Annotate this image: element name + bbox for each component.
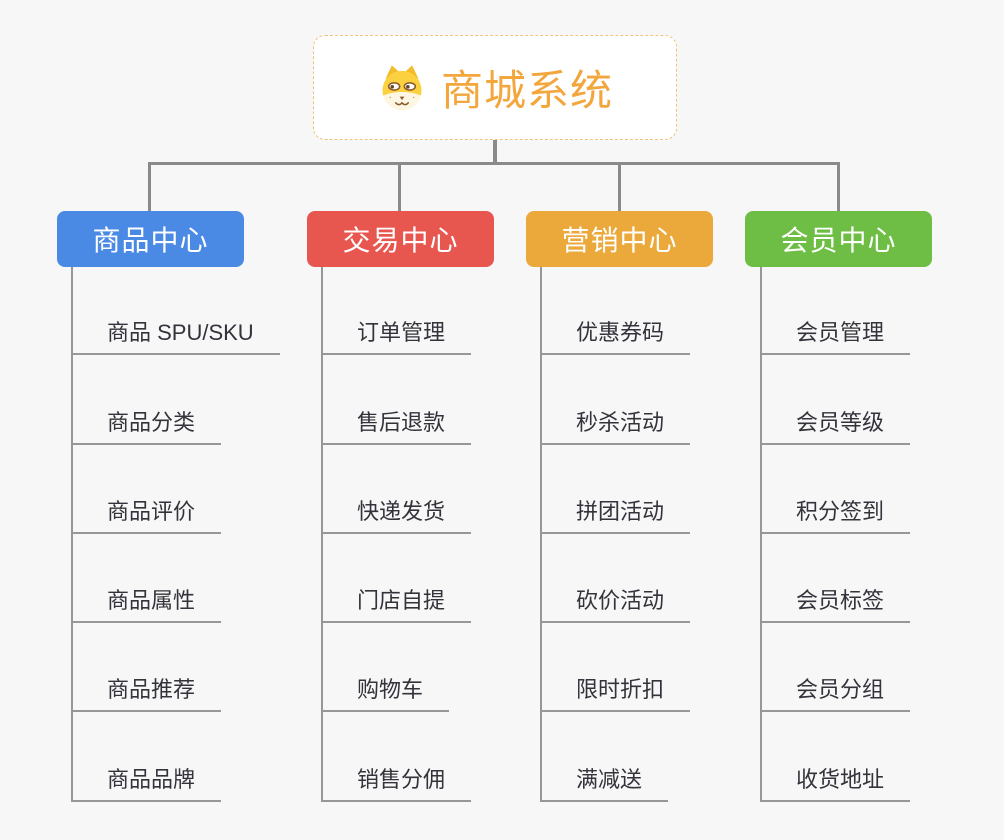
child-node[interactable]: 销售分佣	[321, 762, 472, 802]
child-node[interactable]: 商品评价	[71, 494, 222, 534]
connector-drop	[618, 162, 621, 212]
branch-product-center[interactable]: 商品中心	[57, 211, 244, 267]
child-node[interactable]: 收货地址	[760, 762, 911, 802]
child-node[interactable]: 售后退款	[321, 405, 472, 445]
child-connector-trunk	[71, 267, 73, 802]
child-node[interactable]: 商品推荐	[71, 672, 222, 712]
child-node[interactable]: 会员等级	[760, 405, 911, 445]
child-node[interactable]: 会员管理	[760, 315, 911, 355]
child-node[interactable]: 商品属性	[71, 583, 222, 623]
root-node[interactable]: 商城系统	[313, 35, 677, 140]
branch-member-center[interactable]: 会员中心	[745, 211, 932, 267]
branch-marketing-center[interactable]: 营销中心	[526, 211, 713, 267]
connector-drop	[148, 162, 151, 212]
child-node[interactable]: 商品品牌	[71, 762, 222, 802]
child-connector-trunk	[321, 267, 323, 802]
child-node[interactable]: 积分签到	[760, 494, 911, 534]
root-connector-stem	[493, 140, 497, 164]
child-node[interactable]: 限时折扣	[540, 672, 691, 712]
connector-drop	[398, 162, 401, 212]
child-node[interactable]: 会员标签	[760, 583, 911, 623]
child-node[interactable]: 优惠券码	[540, 315, 691, 355]
child-node[interactable]: 购物车	[321, 672, 450, 712]
child-node[interactable]: 秒杀活动	[540, 405, 691, 445]
child-node[interactable]: 拼团活动	[540, 494, 691, 534]
child-connector-trunk	[760, 267, 762, 802]
child-node[interactable]: 快递发货	[321, 494, 472, 534]
doge-icon	[377, 63, 427, 113]
child-connector-trunk	[540, 267, 542, 802]
root-title: 商城系统	[440, 67, 613, 114]
child-node[interactable]: 商品 SPU/SKU	[71, 315, 280, 355]
child-node[interactable]: 订单管理	[321, 315, 472, 355]
child-node[interactable]: 砍价活动	[540, 583, 691, 623]
child-node[interactable]: 满减送	[540, 762, 669, 802]
connector-drop	[837, 162, 840, 212]
branch-trade-center[interactable]: 交易中心	[307, 211, 494, 267]
child-node[interactable]: 商品分类	[71, 405, 222, 445]
child-node[interactable]: 会员分组	[760, 672, 911, 712]
branch-connector-bar	[148, 162, 840, 165]
child-node[interactable]: 门店自提	[321, 583, 472, 623]
